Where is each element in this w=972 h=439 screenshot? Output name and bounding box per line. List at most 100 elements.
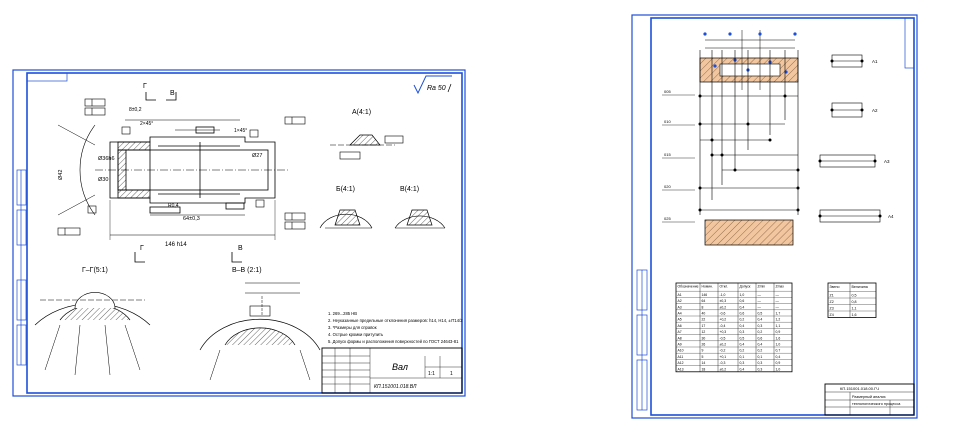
dim-table-cell: ±0,2 xyxy=(720,367,727,371)
dim-table-cell: — xyxy=(758,293,762,297)
dim-table-cell: 0,9 xyxy=(776,330,781,334)
dim-table-cell: — xyxy=(758,299,762,303)
dim-table-cell: 0,3 xyxy=(758,367,763,371)
op-label-3: 015 xyxy=(664,152,671,157)
dim-table-cell: — xyxy=(776,299,780,303)
link-graph-nodes xyxy=(818,59,882,218)
title-code: КП.151001.018.ВЛ xyxy=(374,384,417,390)
dim-table-cell: 12 xyxy=(702,330,706,334)
dim-d1: Ø36h6 xyxy=(98,156,115,162)
dim-table-cell: ±0,3 xyxy=(720,299,727,303)
dim-table-cell: 1,7 xyxy=(776,312,781,316)
right-side-stamp xyxy=(636,269,648,411)
detail-b-title: Б(4:1) xyxy=(336,186,355,193)
dim-table-cell: А3 xyxy=(678,305,682,309)
dim-table-cell: 0,4 xyxy=(740,367,745,371)
allowance-table-cell: Z4 xyxy=(830,313,834,317)
dim-table-cell: 8 xyxy=(702,305,704,309)
dim-table-header: Zmin xyxy=(758,285,766,289)
right-stamp-code: КП.151001.018.00.ГЧ xyxy=(840,386,879,391)
allowance-table-cell: 0,5 xyxy=(852,294,857,298)
dim-table-cell: 1,0 xyxy=(776,367,781,371)
dim-table-cell: 0,4 xyxy=(740,305,745,309)
dim-table-cell: 0,4 xyxy=(740,324,745,328)
section-mark-g-bottom: Г xyxy=(140,245,144,252)
dim-table-header: Номин. xyxy=(702,285,713,289)
allowance-table-cell: 1,1 xyxy=(852,307,857,311)
section-g-title: Г–Г(5:1) xyxy=(82,267,108,274)
chamfer-1: 2×45° xyxy=(140,121,153,127)
dim-misc-1: 8±0,2 xyxy=(129,107,142,113)
workpiece-blank xyxy=(704,219,794,246)
dim-table-cell: А8 xyxy=(678,336,682,340)
dim-table-cell: А9 xyxy=(678,343,682,347)
dim-table-cell: 0,2 xyxy=(740,318,745,322)
right-title-line: Размерный анализ xyxy=(852,395,886,399)
dim-table-cell: 40 xyxy=(702,312,706,316)
dim-table-cell: 9 xyxy=(702,349,704,353)
dim-length-2: 64±0,3 xyxy=(183,216,200,222)
note-5: 5. Допуск формы и расположения поверхнос… xyxy=(328,339,459,344)
dim-table-cell: 0,7 xyxy=(776,349,781,353)
dim-misc-2: R0,4 xyxy=(168,203,179,209)
left-sheet: Ra 50 xyxy=(12,69,466,397)
dim-table-cell: 0,4 xyxy=(758,343,763,347)
dim-table-cell: -0,5 xyxy=(720,336,726,340)
dim-table-cell: 0,9 xyxy=(776,361,781,365)
dim-table-cell: -0,6 xyxy=(720,312,726,316)
dim-table-cell: 0,6 xyxy=(740,299,745,303)
op-label-2: 010 xyxy=(664,119,671,124)
tolerance-frames xyxy=(57,98,306,236)
link-graphs xyxy=(819,54,881,223)
dim-table-cell: 30 xyxy=(702,336,706,340)
section-g-g: Г–Г(5:1) xyxy=(34,267,151,376)
dim-table-cell: 0,3 xyxy=(740,330,745,334)
note-1: 1. 269...285 НВ xyxy=(328,311,357,316)
shaft-main-view xyxy=(57,119,290,240)
roughness-text: Ra 50 xyxy=(427,85,446,92)
dim-table-cell: 18 xyxy=(702,367,706,371)
dim-table-cell: А13 xyxy=(678,367,684,371)
dim-table-cell: 0,2 xyxy=(758,349,763,353)
op-label-4: 020 xyxy=(664,184,671,189)
dim-d4: Ø42 xyxy=(58,170,64,180)
dim-table-cell: А12 xyxy=(678,361,684,365)
dim-table-header: Обозначение xyxy=(678,285,699,289)
detail-a: А(4:1) xyxy=(330,109,404,160)
chamfer-2: 1×45° xyxy=(234,128,247,134)
dim-table-cell: 0,4 xyxy=(758,318,763,322)
dim-table-cell: 1,0 xyxy=(740,293,745,297)
section-mark-g-top: Г xyxy=(143,83,147,90)
dim-table-cell: — xyxy=(758,305,762,309)
dim-table-cell: 0,3 xyxy=(758,324,763,328)
dim-table-header: Откл. xyxy=(720,285,729,289)
graph-label-4: А4 xyxy=(888,214,894,219)
dim-table-cell: -0,3 xyxy=(720,361,726,365)
note-3: 3. *Размеры для справок xyxy=(328,325,377,330)
right-corner-box xyxy=(904,17,915,69)
dim-table-cell: -0,2 xyxy=(720,349,726,353)
section-v-title: В–В (2:1) xyxy=(232,267,262,274)
roughness-mark: Ra 50 xyxy=(413,75,452,95)
dim-table-cell: 5 xyxy=(702,355,704,359)
dim-table-cell: А11 xyxy=(678,355,684,359)
dim-table-cell: 0,1 xyxy=(758,355,763,359)
dim-table-cell: 14 xyxy=(702,361,706,365)
note-2: 2. Неуказанные предельные отклонения раз… xyxy=(328,318,463,323)
allowance-table-cell: 0,8 xyxy=(852,300,857,304)
dim-table-cell: ±0,2 xyxy=(720,343,727,347)
dim-table-cell: 0,3 xyxy=(740,361,745,365)
left-title-block: Вал КП.151001.018.ВЛ 1:1 1 xyxy=(321,347,463,394)
dim-table-cell: — xyxy=(776,305,780,309)
dim-table-cell: 0,3 xyxy=(758,361,763,365)
dim-table-cell: 146 xyxy=(702,293,708,297)
dim-table-cell: А4 xyxy=(678,312,682,316)
dim-total: 146 h14 xyxy=(165,242,187,248)
dim-table-cell: 0,5 xyxy=(740,336,745,340)
left-sheet-inner-frame xyxy=(26,72,463,394)
op-label-1: 005 xyxy=(664,89,671,94)
dim-table-cell: -1,0 xyxy=(720,293,726,297)
dim-table-cell: +0,1 xyxy=(720,355,727,359)
